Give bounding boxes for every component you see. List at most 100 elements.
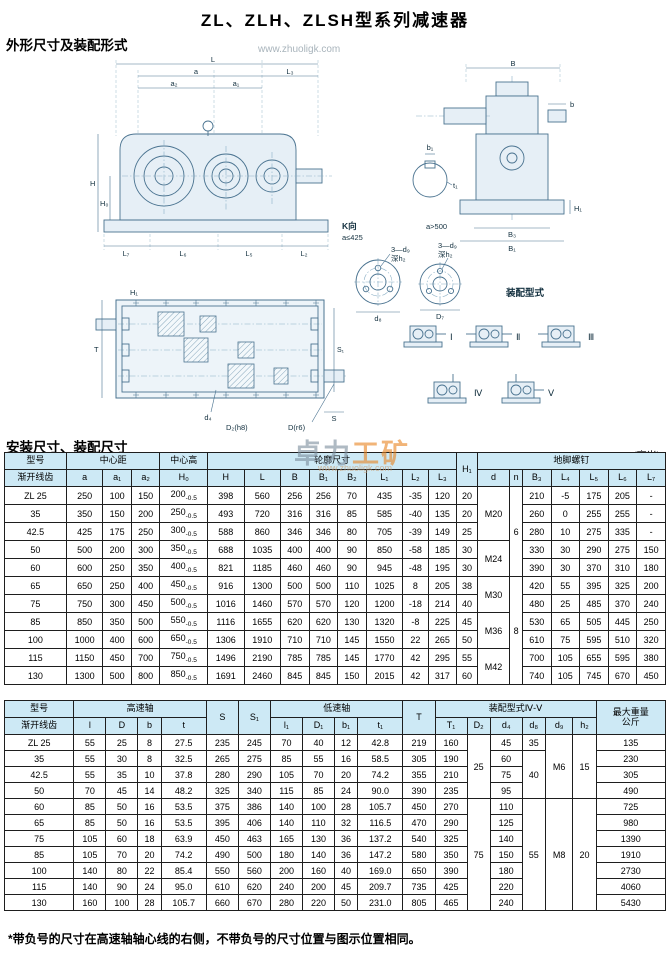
value-cell: 850-0.5 xyxy=(159,666,209,685)
value-cell: 60 xyxy=(489,750,523,767)
value-cell: 16 xyxy=(137,798,162,815)
model-cell: 35 xyxy=(3,750,75,767)
value-cell: 650 xyxy=(65,576,104,595)
column-header: L₃ xyxy=(427,469,458,487)
column-header: S₁ xyxy=(237,700,271,735)
value-cell: 22 xyxy=(137,862,162,879)
assembly-type-2-label: Ⅱ xyxy=(516,332,520,342)
k-view-condition-right: a>500 xyxy=(426,222,447,231)
value-cell: 147.2 xyxy=(357,846,404,863)
value-cell: 210 xyxy=(521,486,552,505)
value-cell: 50 xyxy=(333,894,359,911)
value-cell: 280 xyxy=(269,894,303,911)
dim-Dr6: D(r6) xyxy=(288,423,306,432)
value-cell: 45 xyxy=(105,782,139,799)
dim-b1: b₁ xyxy=(427,143,434,152)
value-cell: 510 xyxy=(607,630,638,649)
value-cell: 35 xyxy=(105,766,139,783)
value-cell: 400-0.5 xyxy=(159,558,209,577)
value-cell: 735 xyxy=(402,878,436,895)
value-cell: 60 xyxy=(456,666,478,685)
lifting-eye-icon xyxy=(202,120,214,132)
value-cell: 60 xyxy=(105,830,139,847)
column-header: B₃ xyxy=(521,469,552,487)
value-cell: 450-0.5 xyxy=(159,576,209,595)
dim-H1-section: H₁ xyxy=(130,288,138,297)
value-cell: 670 xyxy=(607,666,638,685)
value-cell: 445 xyxy=(607,612,638,631)
value-cell: 135 xyxy=(595,734,667,751)
value-cell: 85 xyxy=(73,798,107,815)
value-cell: M24 xyxy=(476,540,511,577)
dim-B: B xyxy=(510,59,515,68)
value-cell: -58 xyxy=(402,540,429,559)
dim-d8: d₈ xyxy=(374,314,381,323)
value-cell: 169.0 xyxy=(357,862,404,879)
value-cell: 465 xyxy=(434,894,468,911)
value-cell: 85 xyxy=(301,782,336,799)
column-header: 中心距 xyxy=(65,452,161,470)
value-cell: 140 xyxy=(301,846,336,863)
value-cell: 500-0.5 xyxy=(159,594,209,613)
value-cell: 570 xyxy=(308,594,339,613)
value-cell: 560 xyxy=(243,486,282,505)
value-cell: 500 xyxy=(130,612,161,631)
value-cell: 650 xyxy=(402,862,436,879)
value-cell: 1390 xyxy=(595,830,667,847)
dim-L6: L₆ xyxy=(179,249,186,258)
value-cell: -48 xyxy=(402,558,429,577)
value-cell: 1550 xyxy=(365,630,404,649)
column-header: a xyxy=(65,469,104,487)
column-header: L₇ xyxy=(636,469,666,487)
value-cell: 480 xyxy=(521,594,552,613)
column-header: D₁ xyxy=(301,717,336,735)
front-view-drawing: L a L₃ a₂ a₁ H H₀ L₇ L₆ xyxy=(90,55,332,258)
value-cell: 55 xyxy=(73,766,107,783)
column-header: 地脚螺钉 xyxy=(476,452,667,470)
value-cell: 105 xyxy=(73,830,107,847)
value-cell: 325 xyxy=(205,782,239,799)
value-cell: 75 xyxy=(550,630,581,649)
value-cell: 245 xyxy=(237,734,271,751)
assembly-label: 装配型式 xyxy=(505,287,545,299)
value-cell: 1691 xyxy=(207,666,245,685)
model-cell: 100 xyxy=(4,630,67,649)
value-cell: 670 xyxy=(237,894,271,911)
column-header: 最大重量 公斤 xyxy=(595,700,667,735)
assembly-type-3-label: Ⅲ xyxy=(588,332,594,342)
value-cell: M42 xyxy=(476,648,511,685)
value-cell: 42 xyxy=(402,666,429,685)
value-cell: 200 xyxy=(636,576,666,595)
value-cell: 300 xyxy=(130,540,161,559)
assembly-type-1-label: Ⅰ xyxy=(450,332,453,342)
value-cell: 90 xyxy=(105,878,139,895)
value-cell: 300 xyxy=(102,594,132,613)
value-cell: 346 xyxy=(308,522,339,541)
value-cell: 540 xyxy=(402,830,436,847)
value-cell: 710 xyxy=(280,630,310,649)
value-cell: 90.0 xyxy=(357,782,404,799)
value-cell: 290 xyxy=(579,540,609,559)
assembly-types-drawing: 装配型式 Ⅰ Ⅱ Ⅲ Ⅳ xyxy=(403,287,594,404)
value-cell: 325 xyxy=(434,830,468,847)
value-cell: 195 xyxy=(427,558,458,577)
value-cell: 230 xyxy=(595,750,667,767)
value-cell: 250 xyxy=(636,612,666,631)
value-cell: 220 xyxy=(301,894,336,911)
value-cell: 660 xyxy=(205,894,239,911)
value-cell: 1306 xyxy=(207,630,245,649)
value-cell: 460 xyxy=(308,558,339,577)
value-cell: 980 xyxy=(595,814,667,831)
value-cell: 945 xyxy=(365,558,404,577)
value-cell: 145 xyxy=(337,630,367,649)
value-cell: 4060 xyxy=(595,878,667,895)
value-cell: 42 xyxy=(402,648,429,667)
dim-t1: t₁ xyxy=(453,181,458,190)
value-cell: 140 xyxy=(269,814,303,831)
section-dimensions: T H₁ S₁ S d₄ D₂(h8) D(r6) xyxy=(94,288,345,432)
